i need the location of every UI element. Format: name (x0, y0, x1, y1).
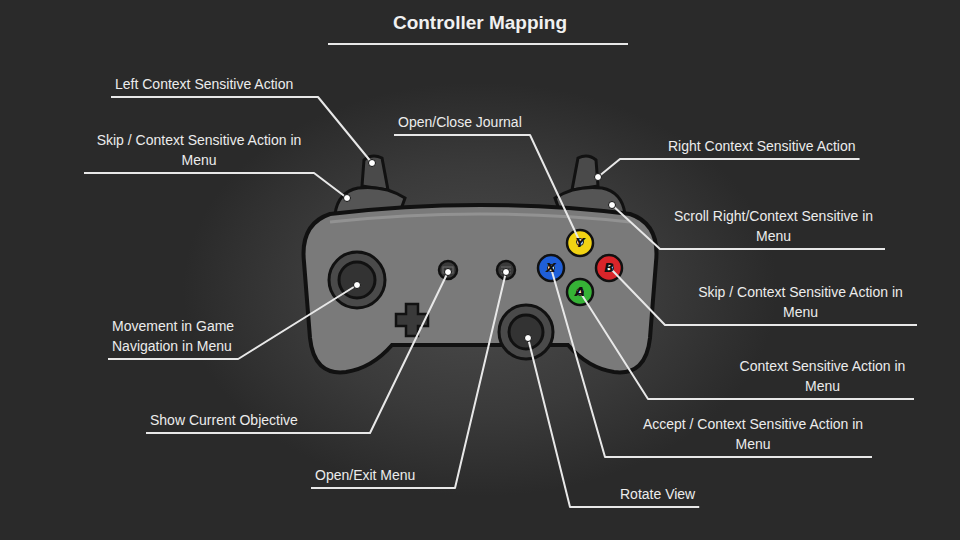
left-stick-base (329, 252, 385, 308)
callout-label: Open/Exit Menu (315, 465, 415, 485)
d-pad (396, 304, 428, 336)
callout-label: Show Current Objective (150, 410, 298, 430)
callout-label: Skip / Context Sensitive Action in Menu (688, 282, 913, 322)
right-stick-base (499, 305, 553, 359)
title-underline (328, 43, 628, 45)
leader-line (111, 97, 372, 163)
x-button (538, 255, 564, 281)
view-button (439, 261, 457, 279)
glow (150, 50, 810, 510)
leader-line (108, 285, 357, 359)
right-stick (509, 315, 543, 349)
leader-line (394, 135, 580, 242)
leader-dot (354, 282, 361, 289)
y-button (567, 230, 593, 256)
leader-dot (445, 269, 452, 276)
callout-label: Open/Close Journal (398, 112, 522, 132)
leader-line (612, 205, 885, 249)
leader-dot (503, 269, 510, 276)
callout-label: Movement in Game Navigation in Menu (112, 316, 262, 356)
left-trigger (362, 156, 388, 190)
leader-dot (369, 160, 376, 167)
callout-label: Scroll Right/Context Sensitive in Menu (666, 206, 881, 246)
callout-label: Right Context Sensitive Action (668, 136, 856, 156)
leader-line (84, 173, 347, 198)
leader-dot (595, 174, 602, 181)
callout-label: Skip / Context Sensitive Action in Menu (88, 130, 310, 170)
leader-line (610, 268, 917, 325)
callout-label: Accept / Context Sensitive Action in Men… (638, 414, 868, 454)
leader-dot (344, 195, 351, 202)
callout-label: Left Context Sensitive Action (115, 74, 293, 94)
leader-line (598, 159, 860, 177)
leader-dot (525, 335, 532, 342)
leader-line (580, 292, 914, 399)
controller-body (304, 205, 657, 372)
button-letter: B (599, 259, 619, 277)
callout-label: Rotate View (620, 484, 695, 504)
body-highlight (330, 214, 630, 222)
button-letter: Y (570, 234, 590, 252)
button-letter: X (541, 259, 561, 277)
button-letter: A (570, 283, 590, 301)
title: Controller Mapping (0, 12, 960, 34)
a-button (567, 279, 593, 305)
callout-label: Context Sensitive Action in Menu (735, 356, 910, 396)
leader-dot (609, 202, 616, 209)
right-trigger (572, 156, 598, 190)
leader-line (311, 272, 506, 488)
